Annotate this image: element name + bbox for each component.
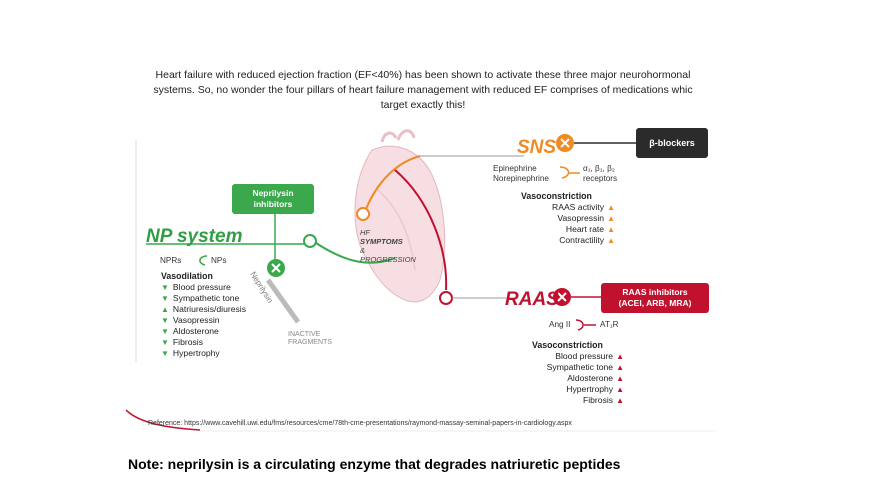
nps-label: NPs xyxy=(211,256,227,265)
neprilysin-inhibitors-box: Neprilysin inhibitors xyxy=(232,184,314,214)
arrow-up-icon: ▲ xyxy=(607,214,615,223)
sns-title: SNS xyxy=(517,137,557,158)
hf-line-2: PROGRESSION xyxy=(360,255,416,264)
neprilysin-box-line-2: inhibitors xyxy=(253,199,293,209)
raas-title: RAAS xyxy=(505,289,559,310)
raas-box-line-1: RAAS inhibitors xyxy=(622,287,688,297)
np-effects-list: Vasodilation ▼Blood pressure ▼Sympatheti… xyxy=(161,271,246,359)
sns-effects-head: Vasoconstriction xyxy=(521,191,592,201)
np-system-title: NP system xyxy=(146,226,243,247)
degradation-arrow xyxy=(265,278,301,324)
list-item: Fibrosis▲ xyxy=(582,395,624,405)
list-item: ▼Fibrosis xyxy=(161,337,204,347)
intro-text: Heart failure with reduced ejection frac… xyxy=(118,68,728,113)
sns-receptors: α₁, β₁, β₂ receptors xyxy=(583,164,617,184)
hf-symptoms-label: HF SYMPTOMS & PROGRESSION xyxy=(360,228,440,264)
arrow-up-icon: ▲ xyxy=(616,352,624,361)
raas-box-line-2: (ACEI, ARB, MRA) xyxy=(618,298,692,308)
list-item: Vasopressin▲ xyxy=(557,213,615,223)
reference-text: Reference: https://www.cavehill.uwi.edu/… xyxy=(148,420,572,427)
arrow-up-icon: ▲ xyxy=(607,203,615,212)
list-item: ▼Sympathetic tone xyxy=(161,293,240,303)
list-item: Contractility▲ xyxy=(559,235,615,245)
np-curve xyxy=(315,242,396,264)
arrow-down-icon: ▼ xyxy=(161,338,169,347)
intro-line-2: systems. So, no wonder the four pillars … xyxy=(153,84,693,96)
beta-blockers-box: β-blockers xyxy=(636,128,708,158)
list-item: ▼Blood pressure xyxy=(161,282,231,292)
list-item: ▼Vasopressin xyxy=(161,315,220,325)
raas-effects-head: Vasoconstriction xyxy=(532,340,603,350)
hf-post: & xyxy=(360,246,366,255)
nprs-label: NPRs xyxy=(160,256,182,265)
note-text: Note: neprilysin is a circulating enzyme… xyxy=(128,456,621,472)
raas-connector xyxy=(439,291,453,305)
raas-inhibitors-box: RAAS inhibitors (ACEI, ARB, MRA) xyxy=(601,283,709,313)
list-item: Hypertrophy▲ xyxy=(566,384,624,394)
hf-bold: SYMPTOMS xyxy=(360,237,403,246)
sns-agonists: Epinephrine Norepinephrine xyxy=(493,164,549,184)
list-item: Blood pressure▲ xyxy=(555,351,624,361)
arrow-up-icon: ▲ xyxy=(607,225,615,234)
norepinephrine-label: Norepinephrine xyxy=(493,174,549,183)
list-item: Aldosterone▲ xyxy=(567,373,624,383)
arrow-down-icon: ▼ xyxy=(161,283,169,292)
sns-curve xyxy=(365,155,421,210)
bottom-accent xyxy=(125,409,201,431)
list-item: RAAS activity▲ xyxy=(552,202,615,212)
arrow-up-icon: ▲ xyxy=(616,396,624,405)
intro-line-3: target exactly this! xyxy=(380,99,466,111)
sns-connector xyxy=(356,207,370,221)
raas-effects-list: Vasoconstriction Blood pressure▲ Sympath… xyxy=(520,340,624,406)
neprilysin-box-line-1: Neprilysin xyxy=(252,188,294,198)
arrow-down-icon: ▼ xyxy=(161,294,169,303)
inactive-line-2: FRAGMENTS xyxy=(288,339,332,346)
list-item: ▲Natriuresis/diuresis xyxy=(161,304,246,314)
list-item: Heart rate▲ xyxy=(565,224,615,234)
arrow-down-icon: ▼ xyxy=(161,327,169,336)
inactive-fragments-label: INACTIVE FRAGMENTS xyxy=(288,331,332,347)
np-effects-head: Vasodilation xyxy=(161,271,213,281)
sns-effects-list: Vasoconstriction RAAS activity▲ Vasopres… xyxy=(515,191,615,246)
ang-ii-label: Ang II xyxy=(549,320,571,329)
list-item: ▼Aldosterone xyxy=(161,326,219,336)
arrow-up-icon: ▲ xyxy=(616,363,624,372)
receptors-line-1: α₁, β₁, β₂ xyxy=(583,164,615,173)
np-connector xyxy=(303,234,317,248)
arrow-down-icon: ▼ xyxy=(161,349,169,358)
arrow-up-icon: ▲ xyxy=(607,236,615,245)
list-item: Sympathetic tone▲ xyxy=(546,362,624,372)
receptors-line-2: receptors xyxy=(583,174,618,183)
intro-line-1: Heart failure with reduced ejection frac… xyxy=(155,69,691,81)
raas-curve xyxy=(394,169,448,291)
arrow-down-icon: ▲ xyxy=(161,305,169,314)
arrow-up-icon: ▲ xyxy=(616,374,624,383)
epinephrine-label: Epinephrine xyxy=(493,164,537,173)
list-item: ▼Hypertrophy xyxy=(161,348,220,358)
at1r-label: AT₁R xyxy=(600,320,619,329)
arrow-up-icon: ▲ xyxy=(616,385,624,394)
hf-pre: HF xyxy=(360,228,370,237)
inactive-line-1: INACTIVE xyxy=(288,331,321,338)
arrow-down-icon: ▼ xyxy=(161,316,169,325)
